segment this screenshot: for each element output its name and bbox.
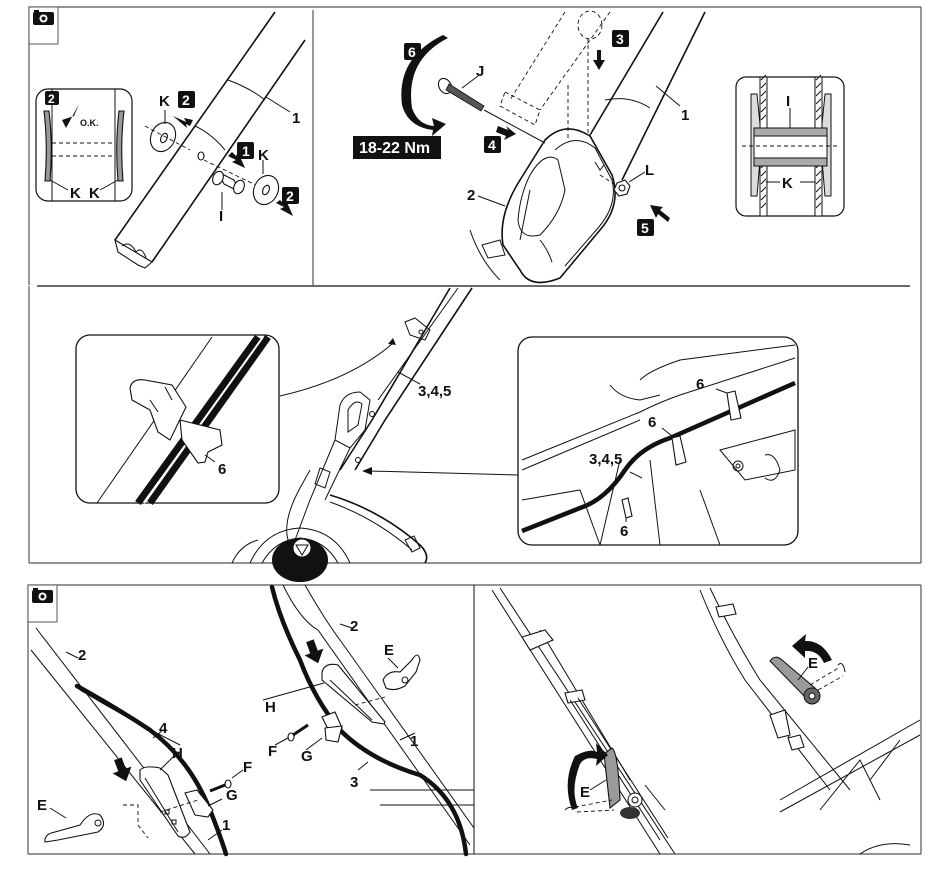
callout-tube-1: 1 <box>292 110 300 127</box>
clip-detail-inset <box>75 334 280 506</box>
callout-upper-tube-2-a: 2 <box>78 647 86 664</box>
bracket-2 <box>469 128 616 284</box>
step-badge-4: 4 <box>484 136 501 153</box>
inset-step-badge: 2 <box>48 92 55 106</box>
section-label-i: I <box>786 93 790 110</box>
callout-cable-345-right: 3,4,5 <box>589 451 622 468</box>
handle-lever-right <box>699 587 921 855</box>
callout-screw-f-b: F <box>268 743 277 760</box>
svg-text:4: 4 <box>488 137 496 153</box>
step-badge-2-lower: 2 <box>282 187 299 204</box>
inset-label-k-left: K <box>70 185 81 202</box>
handle-assembly-a <box>30 627 244 857</box>
callout-sleeve-i: I <box>219 208 223 225</box>
svg-text:18-22 Nm: 18-22 Nm <box>359 140 430 157</box>
callout-cover-h-a: H <box>172 745 183 762</box>
arrow-icon <box>593 50 605 70</box>
step-badge-5: 5 <box>637 219 654 236</box>
handle-assembly-b <box>262 584 475 857</box>
ok-inset: 2 O.K. K K <box>35 88 133 202</box>
svg-text:2: 2 <box>286 188 294 204</box>
svg-text:5: 5 <box>641 220 649 236</box>
pointer-arrow-right <box>369 470 519 476</box>
torque-arrow-icon <box>401 35 448 136</box>
cable-route-inset <box>517 336 799 546</box>
callout-cover-h-b: H <box>265 699 276 716</box>
svg-text:6: 6 <box>408 44 416 60</box>
callout-clip-6-left: 6 <box>218 461 226 478</box>
callout-upper-tube-2-b: 2 <box>350 618 358 635</box>
step-badge-6: 6 <box>404 43 421 60</box>
arrow-icon <box>362 467 372 475</box>
svg-text:1: 1 <box>242 143 250 159</box>
callout-lever-e-b: E <box>384 642 394 659</box>
main-tube <box>589 11 706 181</box>
svg-text:3: 3 <box>616 31 624 47</box>
callout-screw-f-a: F <box>243 759 252 776</box>
callout-tube-1-right: 1 <box>681 107 689 124</box>
section-inset <box>735 74 845 217</box>
callout-clip-6-top: 6 <box>696 376 704 393</box>
callout-lever-e-a: E <box>37 797 47 814</box>
camera-icon <box>32 588 53 603</box>
callout-clip-6-bottom: 6 <box>620 523 628 540</box>
tube-illustration <box>114 11 306 269</box>
callout-washer-k-right: K <box>258 147 269 164</box>
bolt-j <box>437 75 485 112</box>
arrow-icon <box>496 126 516 140</box>
callout-clamp-g-b: G <box>301 748 313 765</box>
camera-icon <box>33 10 54 25</box>
svg-text:2: 2 <box>182 92 190 108</box>
step-badge-1: 1 <box>237 142 254 159</box>
tube-ghost <box>499 10 611 140</box>
check-icon <box>62 104 79 128</box>
top-figure-frame <box>28 6 922 564</box>
callout-bracket-2: 2 <box>467 187 475 204</box>
callout-lever-e-left: E <box>580 784 590 801</box>
step-badge-3: 3 <box>612 30 629 47</box>
callout-bolt-j: J <box>476 63 484 80</box>
pointer-arrow-left <box>279 343 393 397</box>
arrow-icon <box>228 152 245 168</box>
arrow-icon <box>650 205 670 222</box>
arrow-icon <box>388 338 396 345</box>
callout-cable-345: 3,4,5 <box>418 383 451 400</box>
callout-washer-k-left: K <box>159 93 170 110</box>
callout-lower-tube-1-b: 1 <box>410 733 418 750</box>
nut-l <box>599 171 646 197</box>
handle-lever-left <box>491 587 676 855</box>
ok-label: O.K. <box>80 118 99 128</box>
mower-engine <box>231 527 351 582</box>
callout-clamp-g-a: G <box>226 787 238 804</box>
callout-cable-3-b: 3 <box>350 774 358 791</box>
step-badge-2-upper: 2 <box>178 91 195 108</box>
callout-lower-tube-1-a: 1 <box>222 817 230 834</box>
washer-right <box>252 174 280 206</box>
callout-nut-l: L <box>645 162 654 179</box>
mower-handle <box>286 287 473 564</box>
arrow-icon <box>173 116 193 128</box>
section-label-k: K <box>782 175 793 192</box>
arrow-icon <box>276 200 293 216</box>
washer-left <box>144 121 191 153</box>
callout-lever-e-right: E <box>808 655 818 672</box>
callout-clip-6-middle: 6 <box>648 414 656 431</box>
callout-cable-4-a: 4 <box>159 720 168 737</box>
torque-spec-badge: 18-22 Nm <box>353 136 441 159</box>
inset-label-k-right: K <box>89 185 100 202</box>
